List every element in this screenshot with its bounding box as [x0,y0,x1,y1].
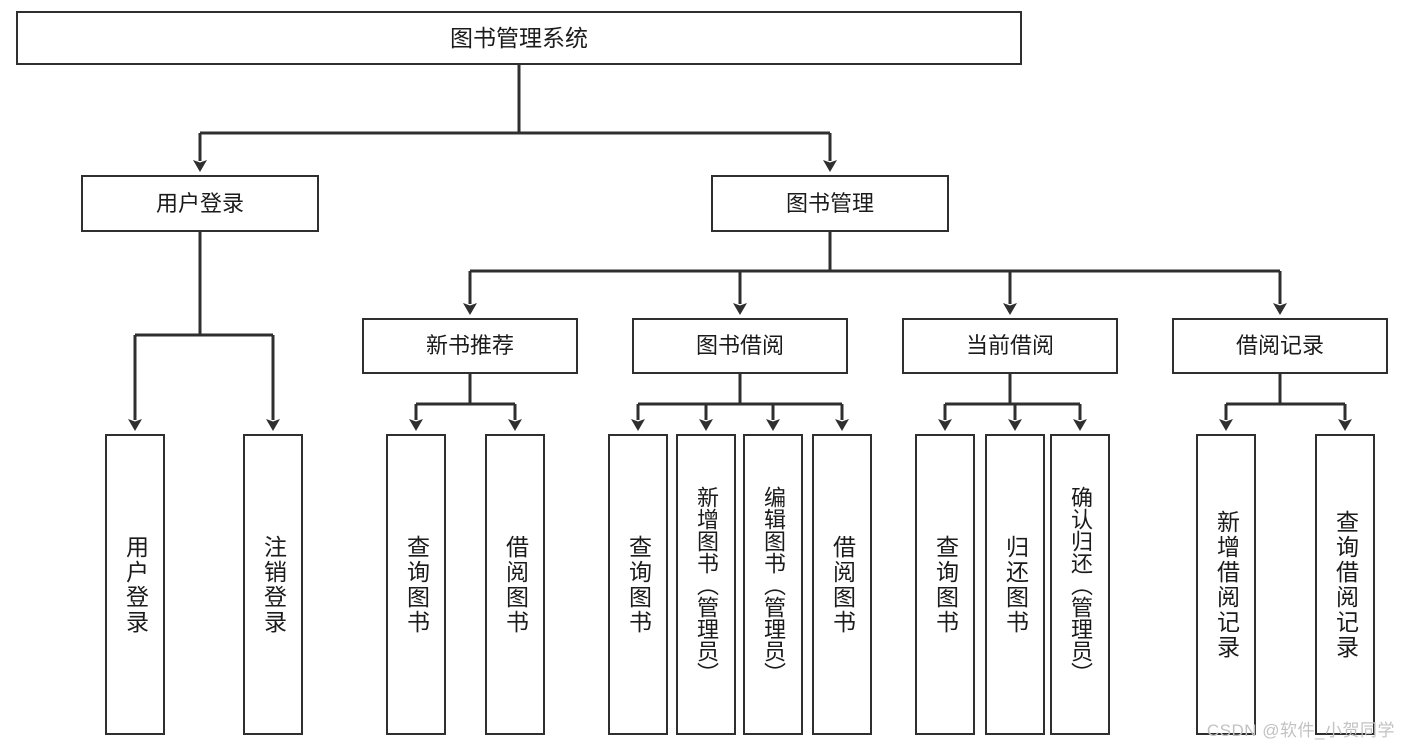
node-label: 用户登录 [122,534,149,635]
node-label: 图书管理系统 [450,24,588,51]
connector-lines [128,65,1352,431]
node-leaf-query-book-2[interactable]: 查询图书 [608,434,668,735]
node-label: 用户登录 [155,190,244,216]
node-label: 图书管理 [785,190,874,216]
node-leaf-query-record[interactable]: 查询借阅记录 [1315,434,1375,735]
node-borrow-record[interactable]: 借阅记录 [1172,318,1388,374]
node-label: 确认归还（管理员） [1068,485,1093,684]
node-leaf-return-book[interactable]: 归还图书 [985,434,1045,735]
node-label: 新增图书（管理员） [694,485,719,684]
node-new-book-rec[interactable]: 新书推荐 [362,318,578,374]
node-leaf-query-book-3[interactable]: 查询图书 [915,434,975,735]
node-label: 当前借阅 [965,333,1054,359]
watermark-label: CSDN @软件_小贺同学 [1206,721,1395,740]
node-leaf-user-login[interactable]: 用户登录 [105,434,165,735]
node-leaf-add-record[interactable]: 新增借阅记录 [1196,434,1256,735]
node-leaf-confirm-return[interactable]: 确认归还（管理员） [1050,434,1110,735]
node-leaf-query-book-1[interactable]: 查询图书 [386,434,446,735]
node-label: 查询图书 [625,534,652,635]
node-label: 借阅记录 [1235,333,1324,359]
node-label: 查询借阅记录 [1332,509,1359,660]
node-label: 查询图书 [403,534,430,635]
node-label: 编辑图书（管理员） [761,485,786,684]
node-label: 新书推荐 [425,333,514,359]
node-leaf-edit-book[interactable]: 编辑图书（管理员） [743,434,803,735]
node-user-login[interactable]: 用户登录 [81,175,319,232]
node-label: 新增借阅记录 [1213,509,1240,660]
node-leaf-user-logout[interactable]: 注销登录 [243,434,303,735]
node-leaf-add-book[interactable]: 新增图书（管理员） [676,434,736,735]
node-label: 查询图书 [932,534,959,635]
node-label: 归还图书 [1002,534,1029,635]
node-current-borrow[interactable]: 当前借阅 [902,318,1118,374]
node-leaf-borrow-book-1[interactable]: 借阅图书 [485,434,545,735]
node-book-borrow[interactable]: 图书借阅 [632,318,848,374]
node-root[interactable]: 图书管理系统 [16,11,1022,65]
node-label: 图书借阅 [695,333,784,359]
node-leaf-borrow-book-2[interactable]: 借阅图书 [812,434,872,735]
node-label: 借阅图书 [829,534,856,635]
node-book-manage[interactable]: 图书管理 [711,175,949,232]
node-label: 注销登录 [260,534,287,635]
node-label: 借阅图书 [502,534,529,635]
